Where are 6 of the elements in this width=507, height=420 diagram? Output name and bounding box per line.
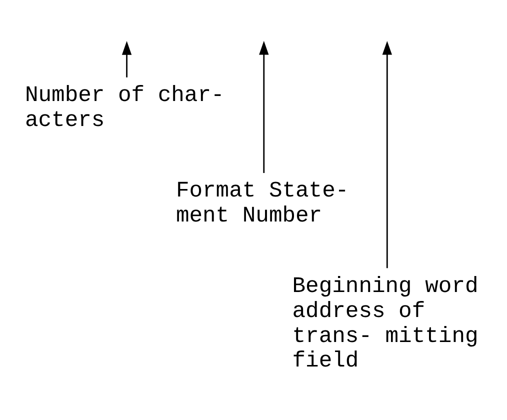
arrow [259,40,269,172]
arrow [122,40,132,77]
node-text: Format State- ment Number [176,178,349,228]
arrow [382,40,392,268]
node-text: Number of char- acters [24,82,224,132]
node-text: Beginning word address of trans- mitting field [292,273,478,374]
